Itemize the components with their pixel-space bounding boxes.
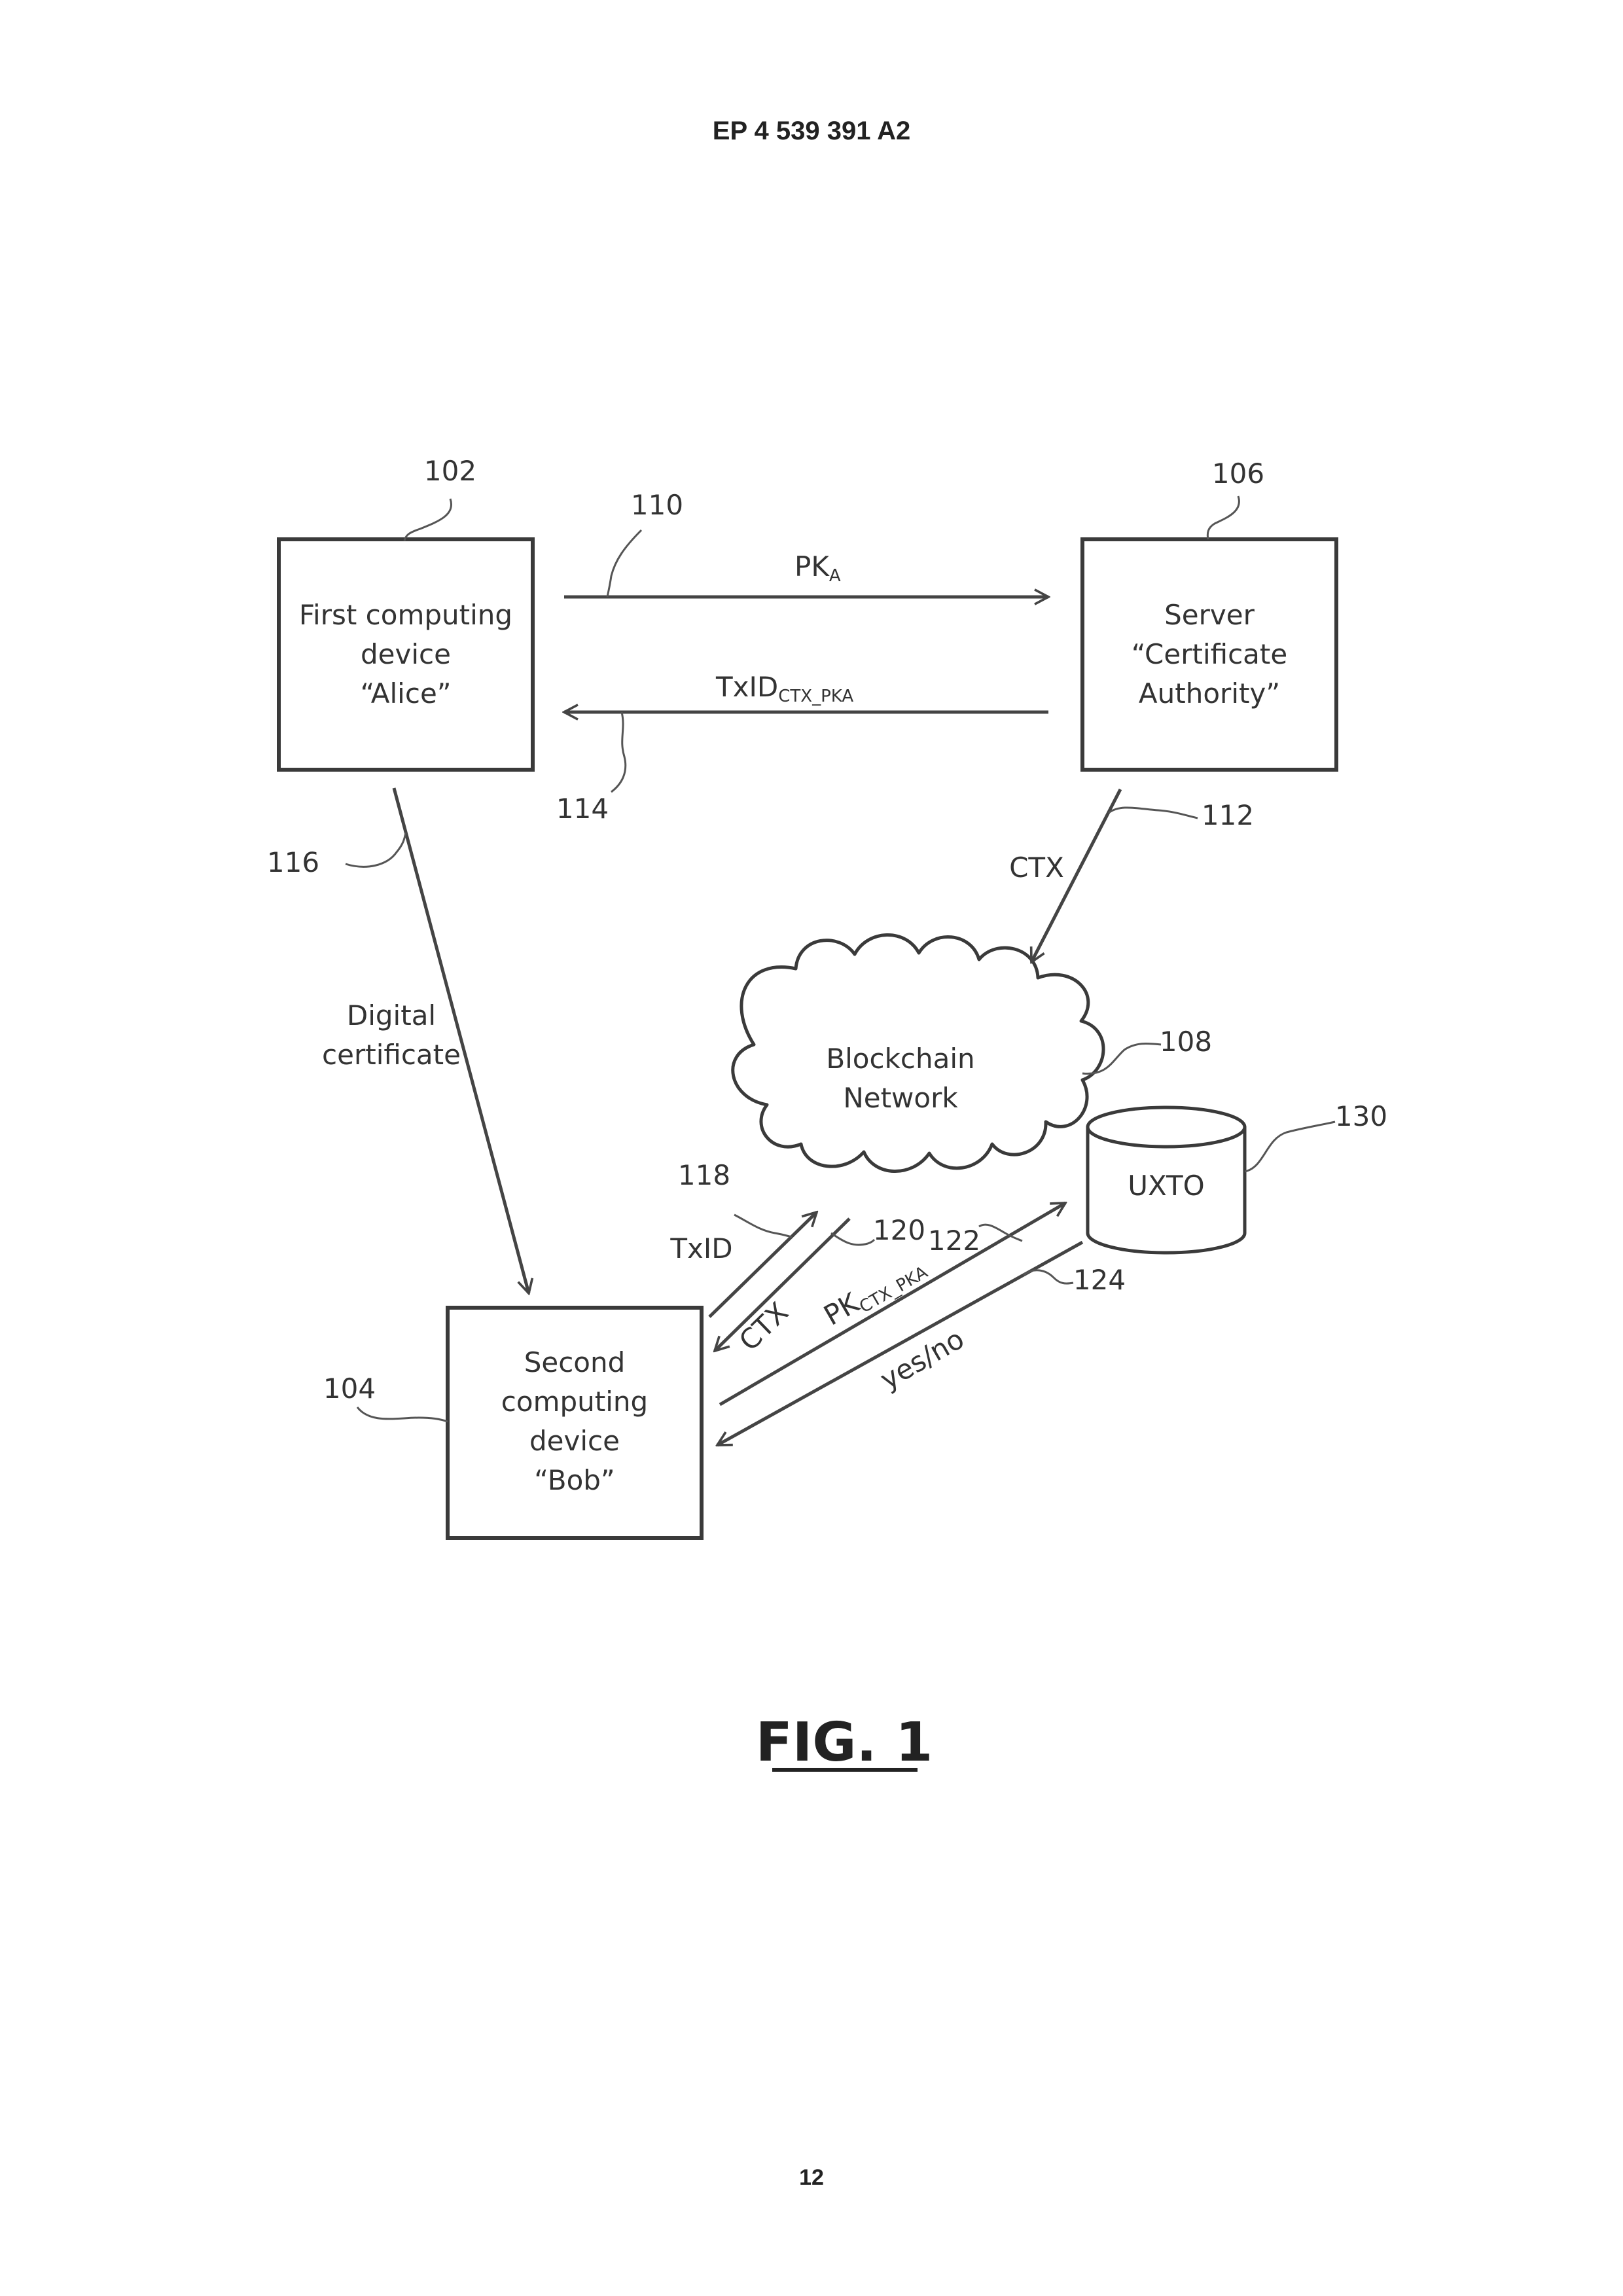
leader-114	[611, 712, 626, 792]
server-label-line-3: Authority”	[1139, 677, 1280, 709]
ref-122: 122	[928, 1225, 980, 1257]
blockchain-label-line-2: Network	[843, 1082, 958, 1114]
ref-114: 114	[556, 793, 609, 825]
leader-120	[831, 1233, 874, 1245]
ctx-bob-arrow	[715, 1219, 849, 1351]
uxto-label: UXTO	[1128, 1170, 1205, 1202]
ctx-bob-label: CTX	[733, 1296, 794, 1357]
txid-ctx-pka-label: TxIDCTX_PKA	[715, 671, 853, 706]
leader-112	[1109, 808, 1198, 818]
pk-a-label-sub: A	[829, 566, 841, 586]
leader-130	[1245, 1122, 1335, 1172]
ref-120: 120	[873, 1214, 925, 1246]
leader-110	[607, 530, 641, 597]
ref-116: 116	[267, 846, 319, 878]
alice-node: First computing device “Alice” 102	[279, 455, 533, 770]
alice-label-line-2: device	[361, 638, 451, 670]
ref-102: 102	[424, 455, 476, 487]
leader-104	[357, 1407, 448, 1422]
page-number: 12	[0, 2165, 1623, 2191]
server-node: Server “Certificate Authority” 106	[1082, 457, 1336, 770]
txid-bob-label: TxID	[669, 1232, 732, 1265]
leader-106	[1207, 496, 1239, 539]
ref-130: 130	[1335, 1100, 1387, 1132]
digital-certificate-label-line-2: certificate	[322, 1039, 461, 1071]
leader-118	[734, 1215, 792, 1237]
leader-116	[346, 833, 406, 867]
digital-certificate-label-line-1: Digital	[347, 999, 436, 1031]
ref-106: 106	[1212, 457, 1264, 490]
bob-label-line-4: “Bob”	[534, 1464, 615, 1496]
digital-certificate-arrow-group: Digital certificate 116	[267, 788, 529, 1293]
ref-110: 110	[631, 489, 683, 521]
pk-a-arrow-group: PKA 110	[564, 489, 1048, 597]
server-label-line-2: “Certificate	[1132, 638, 1287, 670]
blockchain-label-line-1: Blockchain	[826, 1043, 974, 1075]
txid-ctx-pka-arrow-group: TxIDCTX_PKA 114	[556, 671, 1048, 825]
txid-ctx-pka-label-main: TxID	[715, 671, 778, 703]
bob-label-line-2: computing	[501, 1386, 648, 1418]
ctx-server-arrow-group: CTX 112	[1009, 789, 1254, 962]
bob-label-line-1: Second	[524, 1346, 626, 1378]
pk-a-label: PKA	[794, 550, 841, 586]
ref-112: 112	[1202, 799, 1254, 831]
yes-no-label: yes/no	[875, 1323, 970, 1396]
figure-caption: FIG. 1	[756, 1712, 933, 1774]
ref-118: 118	[678, 1159, 730, 1191]
uxto-cylinder-top	[1088, 1107, 1245, 1147]
bob-label-line-3: device	[529, 1425, 620, 1457]
txid-bob-arrow-group: TxID 118	[669, 1159, 817, 1317]
bob-box	[448, 1308, 702, 1538]
ref-104: 104	[323, 1372, 376, 1405]
ref-124: 124	[1073, 1264, 1126, 1296]
pk-ctx-pka-label-sub: CTX_PKA	[856, 1263, 931, 1318]
ref-108: 108	[1160, 1026, 1212, 1058]
ctx-server-label: CTX	[1009, 852, 1064, 884]
uxto-node: UXTO 130	[1088, 1100, 1387, 1253]
server-label-line-1: Server	[1164, 599, 1255, 631]
alice-label-line-3: “Alice”	[360, 677, 451, 709]
alice-label-line-1: First computing	[299, 599, 512, 631]
leader-102	[404, 499, 452, 541]
pk-a-label-main: PK	[794, 550, 830, 583]
bob-node: Second computing device “Bob” 104	[323, 1308, 702, 1538]
txid-ctx-pka-label-sub: CTX_PKA	[778, 687, 853, 706]
